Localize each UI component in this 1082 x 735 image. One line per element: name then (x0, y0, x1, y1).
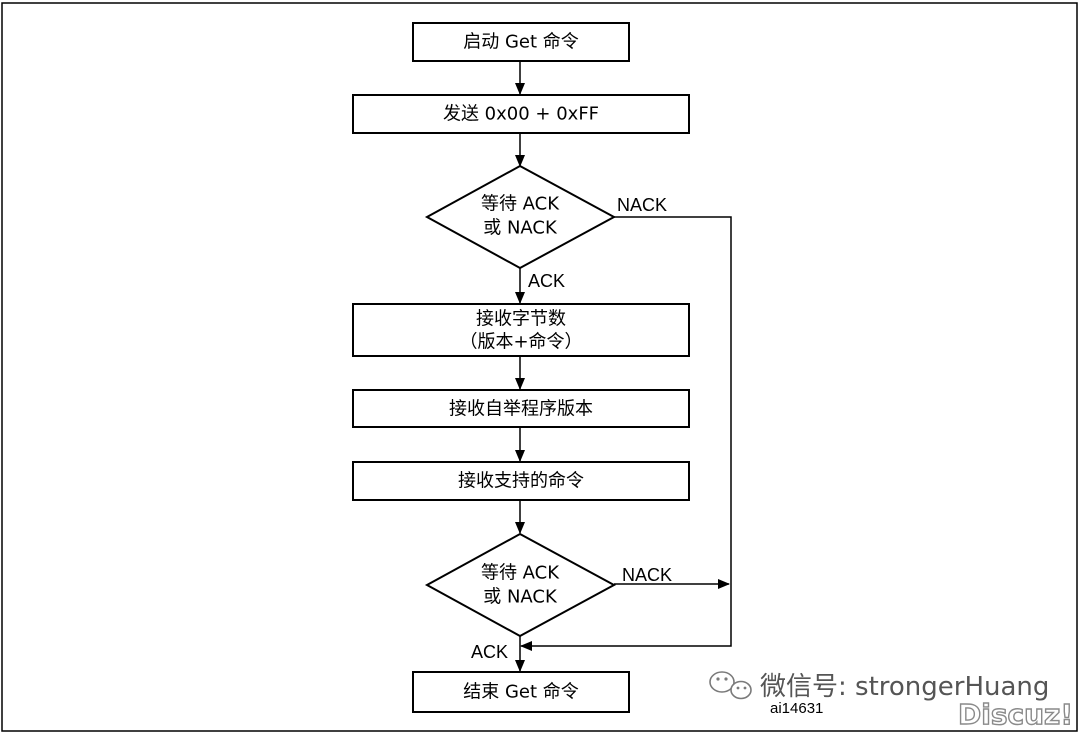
discuz-watermark: Discuz! (958, 698, 1073, 731)
nack2-label: NACK (622, 565, 672, 585)
end-box (412, 671, 630, 713)
ack1-label: ACK (528, 271, 565, 291)
receive-bytes-box (352, 303, 690, 357)
send-box (352, 94, 690, 134)
wechat-watermark: 微信号: strongerHuang (760, 672, 1049, 702)
wechat-icon (709, 671, 752, 700)
wait2-label-line1: 等待 ACK (481, 563, 560, 584)
receive-commands-label: 接收支持的命令 (458, 471, 584, 492)
nack1-label: NACK (617, 195, 667, 215)
wait1-label-line2: 或 NACK (483, 218, 558, 239)
receive-bytes-label-line1: 接收字节数 (476, 309, 566, 330)
end-label: 结束 Get 命令 (463, 682, 579, 703)
send-label: 发送 0x00 + 0xFF (443, 104, 599, 125)
edge-nack1-loop (520, 216, 732, 651)
wait2-label-line2: 或 NACK (483, 587, 558, 608)
wait1-decision (424, 164, 617, 270)
connectors (515, 61, 732, 672)
ack2-label: ACK (471, 642, 508, 662)
receive-version-label: 接收自举程序版本 (449, 399, 593, 420)
wait1-label-line1: 等待 ACK (481, 194, 560, 215)
wait2-decision (424, 532, 617, 638)
receive-version-box (352, 389, 690, 428)
start-box (412, 22, 630, 62)
figure-id: ai14631 (770, 700, 823, 717)
receive-commands-box (352, 461, 690, 501)
receive-bytes-label-line2: （版本+命令） (459, 332, 582, 353)
start-label: 启动 Get 命令 (463, 32, 579, 53)
